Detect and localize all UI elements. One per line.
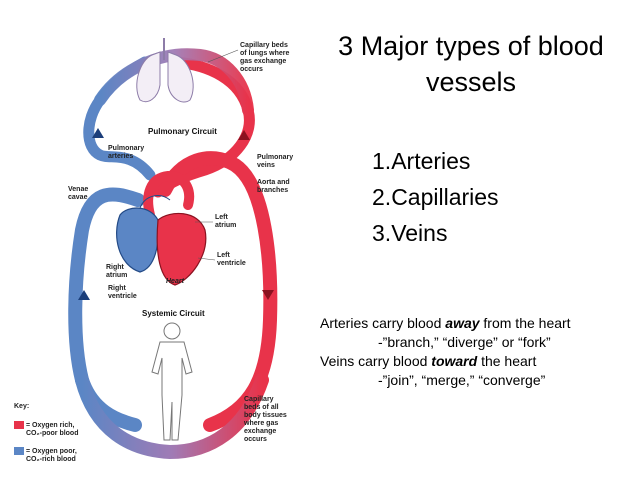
aorta-label: Aorta and bbox=[257, 179, 290, 186]
flow-arrows bbox=[78, 128, 274, 300]
circulatory-system-diagram: Capillary beds of lungs where gas exchan… bbox=[14, 38, 293, 463]
lung-capillary-band bbox=[94, 48, 254, 116]
left-ventricle-label: ventricle bbox=[217, 260, 246, 267]
color-key: Key: = Oxygen rich, CO₂-poor blood = Oxy… bbox=[14, 403, 79, 463]
right-atrium-label: Right bbox=[106, 264, 125, 271]
pulmonary-arteries-label: arteries bbox=[108, 153, 133, 160]
aortic-arch bbox=[143, 171, 194, 220]
left-atrium-label: Left bbox=[215, 214, 229, 221]
left-ventricle-label: Left bbox=[217, 252, 231, 259]
lung-capillaries-label: Capillary beds bbox=[240, 42, 288, 49]
venae-cavae-label: Venae bbox=[68, 186, 88, 193]
systemic-circuit-label: Systemic Circuit bbox=[142, 309, 205, 318]
pulmonary-veins-label: Pulmonary bbox=[257, 154, 293, 161]
lung-capillaries-label: occurs bbox=[240, 66, 263, 73]
list-text: Arteries bbox=[391, 148, 471, 174]
lungs-illustration bbox=[136, 38, 194, 103]
note-line: -”join”, “merge,” “converge” bbox=[378, 372, 546, 388]
body-capillaries-label: body tissues bbox=[244, 412, 287, 419]
oxygen-poor-label: = Oxygen poor, bbox=[26, 448, 77, 455]
diagram-labels: Capillary beds of lungs where gas exchan… bbox=[68, 42, 293, 443]
list-item: 2.Capillaries bbox=[372, 179, 499, 215]
note-line: Veins carry blood toward the heart bbox=[320, 353, 537, 369]
list-number: 3. bbox=[372, 220, 392, 246]
pulmonary-veins-label: veins bbox=[257, 162, 275, 169]
note-line: -”branch,” “diverge” or “fork” bbox=[378, 334, 551, 350]
emphasis: away bbox=[445, 315, 480, 331]
body-capillary-band bbox=[75, 373, 269, 460]
notes-block: Arteries carry blood away from the heart… bbox=[320, 314, 571, 390]
list-number: 1. bbox=[372, 148, 392, 174]
note-line: Arteries carry blood away from the heart bbox=[320, 315, 571, 331]
oxygen-poor-label: CO₂-rich blood bbox=[26, 456, 76, 463]
list-item: 3.Veins bbox=[372, 215, 499, 251]
body-capillaries-label: beds of all bbox=[244, 404, 279, 411]
pulmonary-arteries-label: Pulmonary bbox=[108, 145, 144, 152]
body-capillaries-label: where gas bbox=[243, 420, 278, 427]
list-number: 2. bbox=[372, 184, 392, 210]
oxygen-poor-swatch bbox=[14, 447, 24, 455]
human-body-silhouette bbox=[151, 322, 193, 441]
heart-label: Heart bbox=[166, 278, 185, 285]
aorta-label: branches bbox=[257, 187, 288, 194]
body-capillaries-label: occurs bbox=[244, 436, 267, 443]
pulmonary-circuit-label: Pulmonary Circuit bbox=[148, 127, 217, 136]
body-capillaries-label: exchange bbox=[244, 428, 276, 435]
vessel-types-list: 1.Arteries 2.Capillaries 3.Veins bbox=[372, 143, 499, 251]
slide-title: 3 Major types of blood vessels bbox=[338, 31, 604, 97]
oxygen-rich-label: CO₂-poor blood bbox=[26, 430, 79, 437]
right-atrium-label: atrium bbox=[106, 272, 127, 279]
oxygen-rich-swatch bbox=[14, 421, 24, 429]
key-title: Key: bbox=[14, 403, 29, 410]
left-atrium-label: atrium bbox=[215, 222, 236, 229]
lung-capillaries-label: of lungs where bbox=[240, 50, 290, 57]
lung-capillaries-label: gas exchange bbox=[240, 58, 286, 65]
right-ventricle-label: ventricle bbox=[108, 293, 137, 300]
list-text: Veins bbox=[391, 220, 448, 246]
list-item: 1.Arteries bbox=[372, 143, 499, 179]
venae-cavae-label: cavae bbox=[68, 194, 88, 201]
emphasis: toward bbox=[431, 353, 478, 369]
heart-illustration bbox=[116, 195, 207, 286]
body-capillaries-label: Capillary bbox=[244, 396, 274, 403]
oxygen-rich-label: = Oxygen rich, bbox=[26, 422, 74, 429]
list-text: Capillaries bbox=[391, 184, 499, 210]
right-ventricle-label: Right bbox=[108, 285, 127, 292]
